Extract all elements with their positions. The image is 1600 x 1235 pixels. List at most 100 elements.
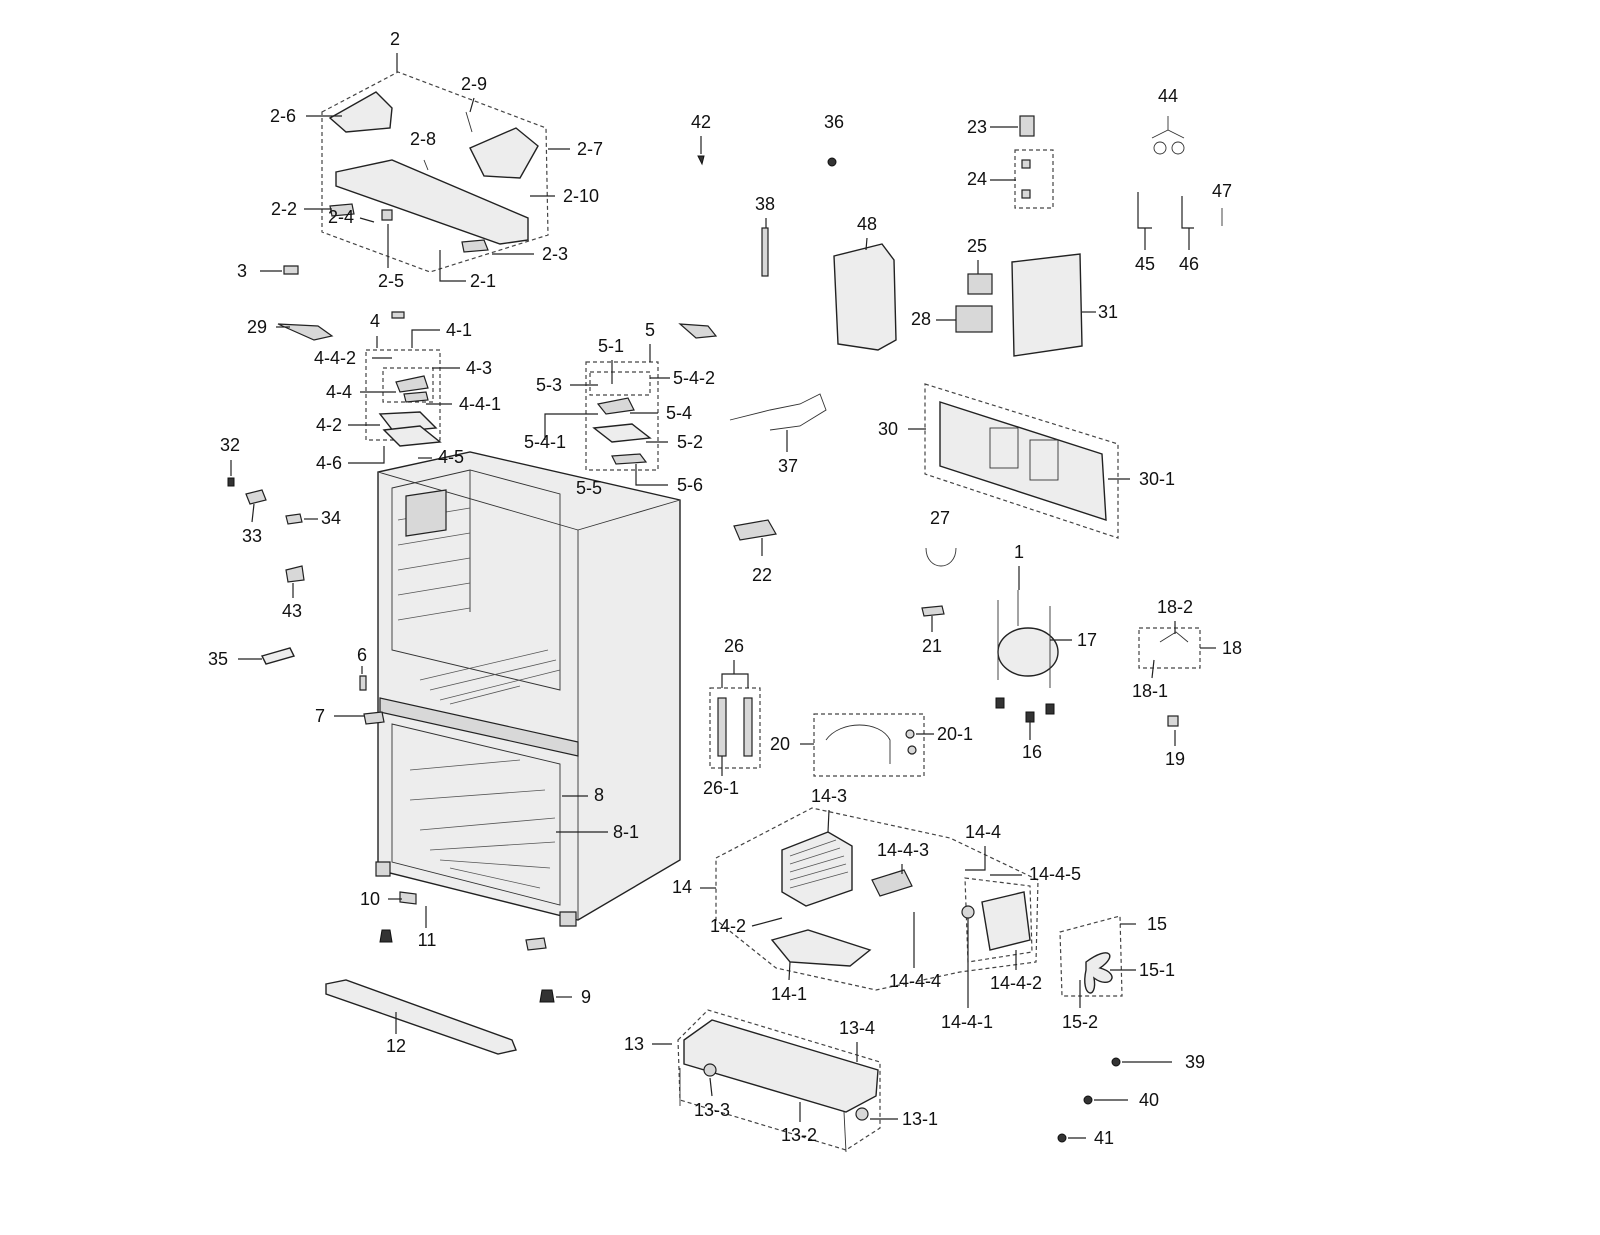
part-label-5-3: 5-3 <box>536 375 562 395</box>
part-label-14-4: 14-4 <box>965 822 1001 842</box>
part-label-1: 1 <box>1014 542 1024 562</box>
part-label-4-4-1: 4-4-1 <box>459 394 501 414</box>
part-label-4-4: 4-4 <box>326 382 352 402</box>
part-label-13-2: 13-2 <box>781 1125 817 1145</box>
part-label-4-2: 4-2 <box>316 415 342 435</box>
leader-lines <box>230 53 1216 1139</box>
part-label-16: 16 <box>1022 742 1042 762</box>
part-label-5-4-1: 5-4-1 <box>524 432 566 452</box>
kick-plate <box>325 979 517 1055</box>
center-small-parts <box>697 115 1223 764</box>
part-label-19: 19 <box>1165 749 1185 769</box>
part-label-5-6: 5-6 <box>677 475 703 495</box>
part-label-37: 37 <box>778 456 798 476</box>
part-label-13-4: 13-4 <box>839 1018 875 1038</box>
part-label-18: 18 <box>1222 638 1242 658</box>
part-label-45: 45 <box>1135 254 1155 274</box>
part-label-4-4-2: 4-4-2 <box>314 348 356 368</box>
part-label-24: 24 <box>967 169 987 189</box>
part-label-18-2: 18-2 <box>1157 597 1193 617</box>
part-label-2-7: 2-7 <box>577 139 603 159</box>
part-label-41: 41 <box>1094 1128 1114 1148</box>
part-label-20: 20 <box>770 734 790 754</box>
part-label-4: 4 <box>370 311 380 331</box>
part-label-4-3: 4-3 <box>466 358 492 378</box>
part-label-5-5: 5-5 <box>576 478 602 498</box>
part-label-34: 34 <box>321 508 341 528</box>
part-label-5-1: 5-1 <box>598 336 624 356</box>
part-label-18-1: 18-1 <box>1132 681 1168 701</box>
part-label-30: 30 <box>878 419 898 439</box>
part-label-44: 44 <box>1158 86 1178 106</box>
part-label-5: 5 <box>645 320 655 340</box>
part-label-43: 43 <box>282 601 302 621</box>
part-label-14-1: 14-1 <box>771 984 807 1004</box>
part-label-28: 28 <box>911 309 931 329</box>
part-label-8: 8 <box>594 785 604 805</box>
part-label-36: 36 <box>824 112 844 132</box>
refrigerator-cabinet <box>375 451 681 927</box>
part-label-14-3: 14-3 <box>811 786 847 806</box>
part-label-17: 17 <box>1077 630 1097 650</box>
left-small-parts <box>227 477 555 1003</box>
part-label-31: 31 <box>1098 302 1118 322</box>
part-label-12: 12 <box>386 1036 406 1056</box>
part-label-2-5: 2-5 <box>378 271 404 291</box>
part-label-25: 25 <box>967 236 987 256</box>
part-label-14-2: 14-2 <box>710 916 746 936</box>
part-label-2-8: 2-8 <box>410 129 436 149</box>
part-label-5-2: 5-2 <box>677 432 703 452</box>
part-label-10: 10 <box>360 889 380 909</box>
part-label-30-1: 30-1 <box>1139 469 1175 489</box>
part-label-23: 23 <box>967 117 987 137</box>
part-label-21: 21 <box>922 636 942 656</box>
part-label-14-4-5: 14-4-5 <box>1029 864 1081 884</box>
part-label-5-4: 5-4 <box>666 403 692 423</box>
part-label-35: 35 <box>208 649 228 669</box>
part-label-27: 27 <box>930 508 950 528</box>
part-label-42: 42 <box>691 112 711 132</box>
part-label-2: 2 <box>390 29 400 49</box>
part-label-14-4-3: 14-4-3 <box>877 840 929 860</box>
part-label-33: 33 <box>242 526 262 546</box>
part-label-2-3: 2-3 <box>542 244 568 264</box>
part-label-14: 14 <box>672 877 692 897</box>
part-label-38: 38 <box>755 194 775 214</box>
part-label-26-1: 26-1 <box>703 778 739 798</box>
part-label-13: 13 <box>624 1034 644 1054</box>
part-label-15-1: 15-1 <box>1139 960 1175 980</box>
part-label-15: 15 <box>1147 914 1167 934</box>
part-label-14-4-2: 14-4-2 <box>990 973 1042 993</box>
compressor-parts <box>995 590 1189 727</box>
part-label-14-4-1: 14-4-1 <box>941 1012 993 1032</box>
hinge-parts <box>277 311 718 465</box>
part-label-4-5: 4-5 <box>438 447 464 467</box>
part-label-8-1: 8-1 <box>613 822 639 842</box>
part-label-39: 39 <box>1185 1052 1205 1072</box>
part-label-48: 48 <box>857 214 877 234</box>
part-label-29: 29 <box>247 317 267 337</box>
part-label-2-2: 2-2 <box>271 199 297 219</box>
part-label-14-4-4: 14-4-4 <box>889 971 941 991</box>
part-label-2-4: 2-4 <box>328 207 354 227</box>
part-label-4-6: 4-6 <box>316 453 342 473</box>
part-label-22: 22 <box>752 565 772 585</box>
part-label-11: 11 <box>418 930 437 950</box>
part-label-13-1: 13-1 <box>902 1109 938 1129</box>
part-label-2-10: 2-10 <box>563 186 599 206</box>
part-label-32: 32 <box>220 435 240 455</box>
part-label-5-4-2: 5-4-2 <box>673 368 715 388</box>
part-label-6: 6 <box>357 645 367 665</box>
part-label-15-2: 15-2 <box>1062 1012 1098 1032</box>
part-label-2-9: 2-9 <box>461 74 487 94</box>
part-label-40: 40 <box>1139 1090 1159 1110</box>
part-label-2-6: 2-6 <box>270 106 296 126</box>
part-label-47: 47 <box>1212 181 1232 201</box>
base-plate-parts <box>679 1019 879 1153</box>
part-label-9: 9 <box>581 987 591 1007</box>
part-label-20-1: 20-1 <box>937 724 973 744</box>
part-label-3: 3 <box>237 261 247 281</box>
part-label-7: 7 <box>315 706 325 726</box>
